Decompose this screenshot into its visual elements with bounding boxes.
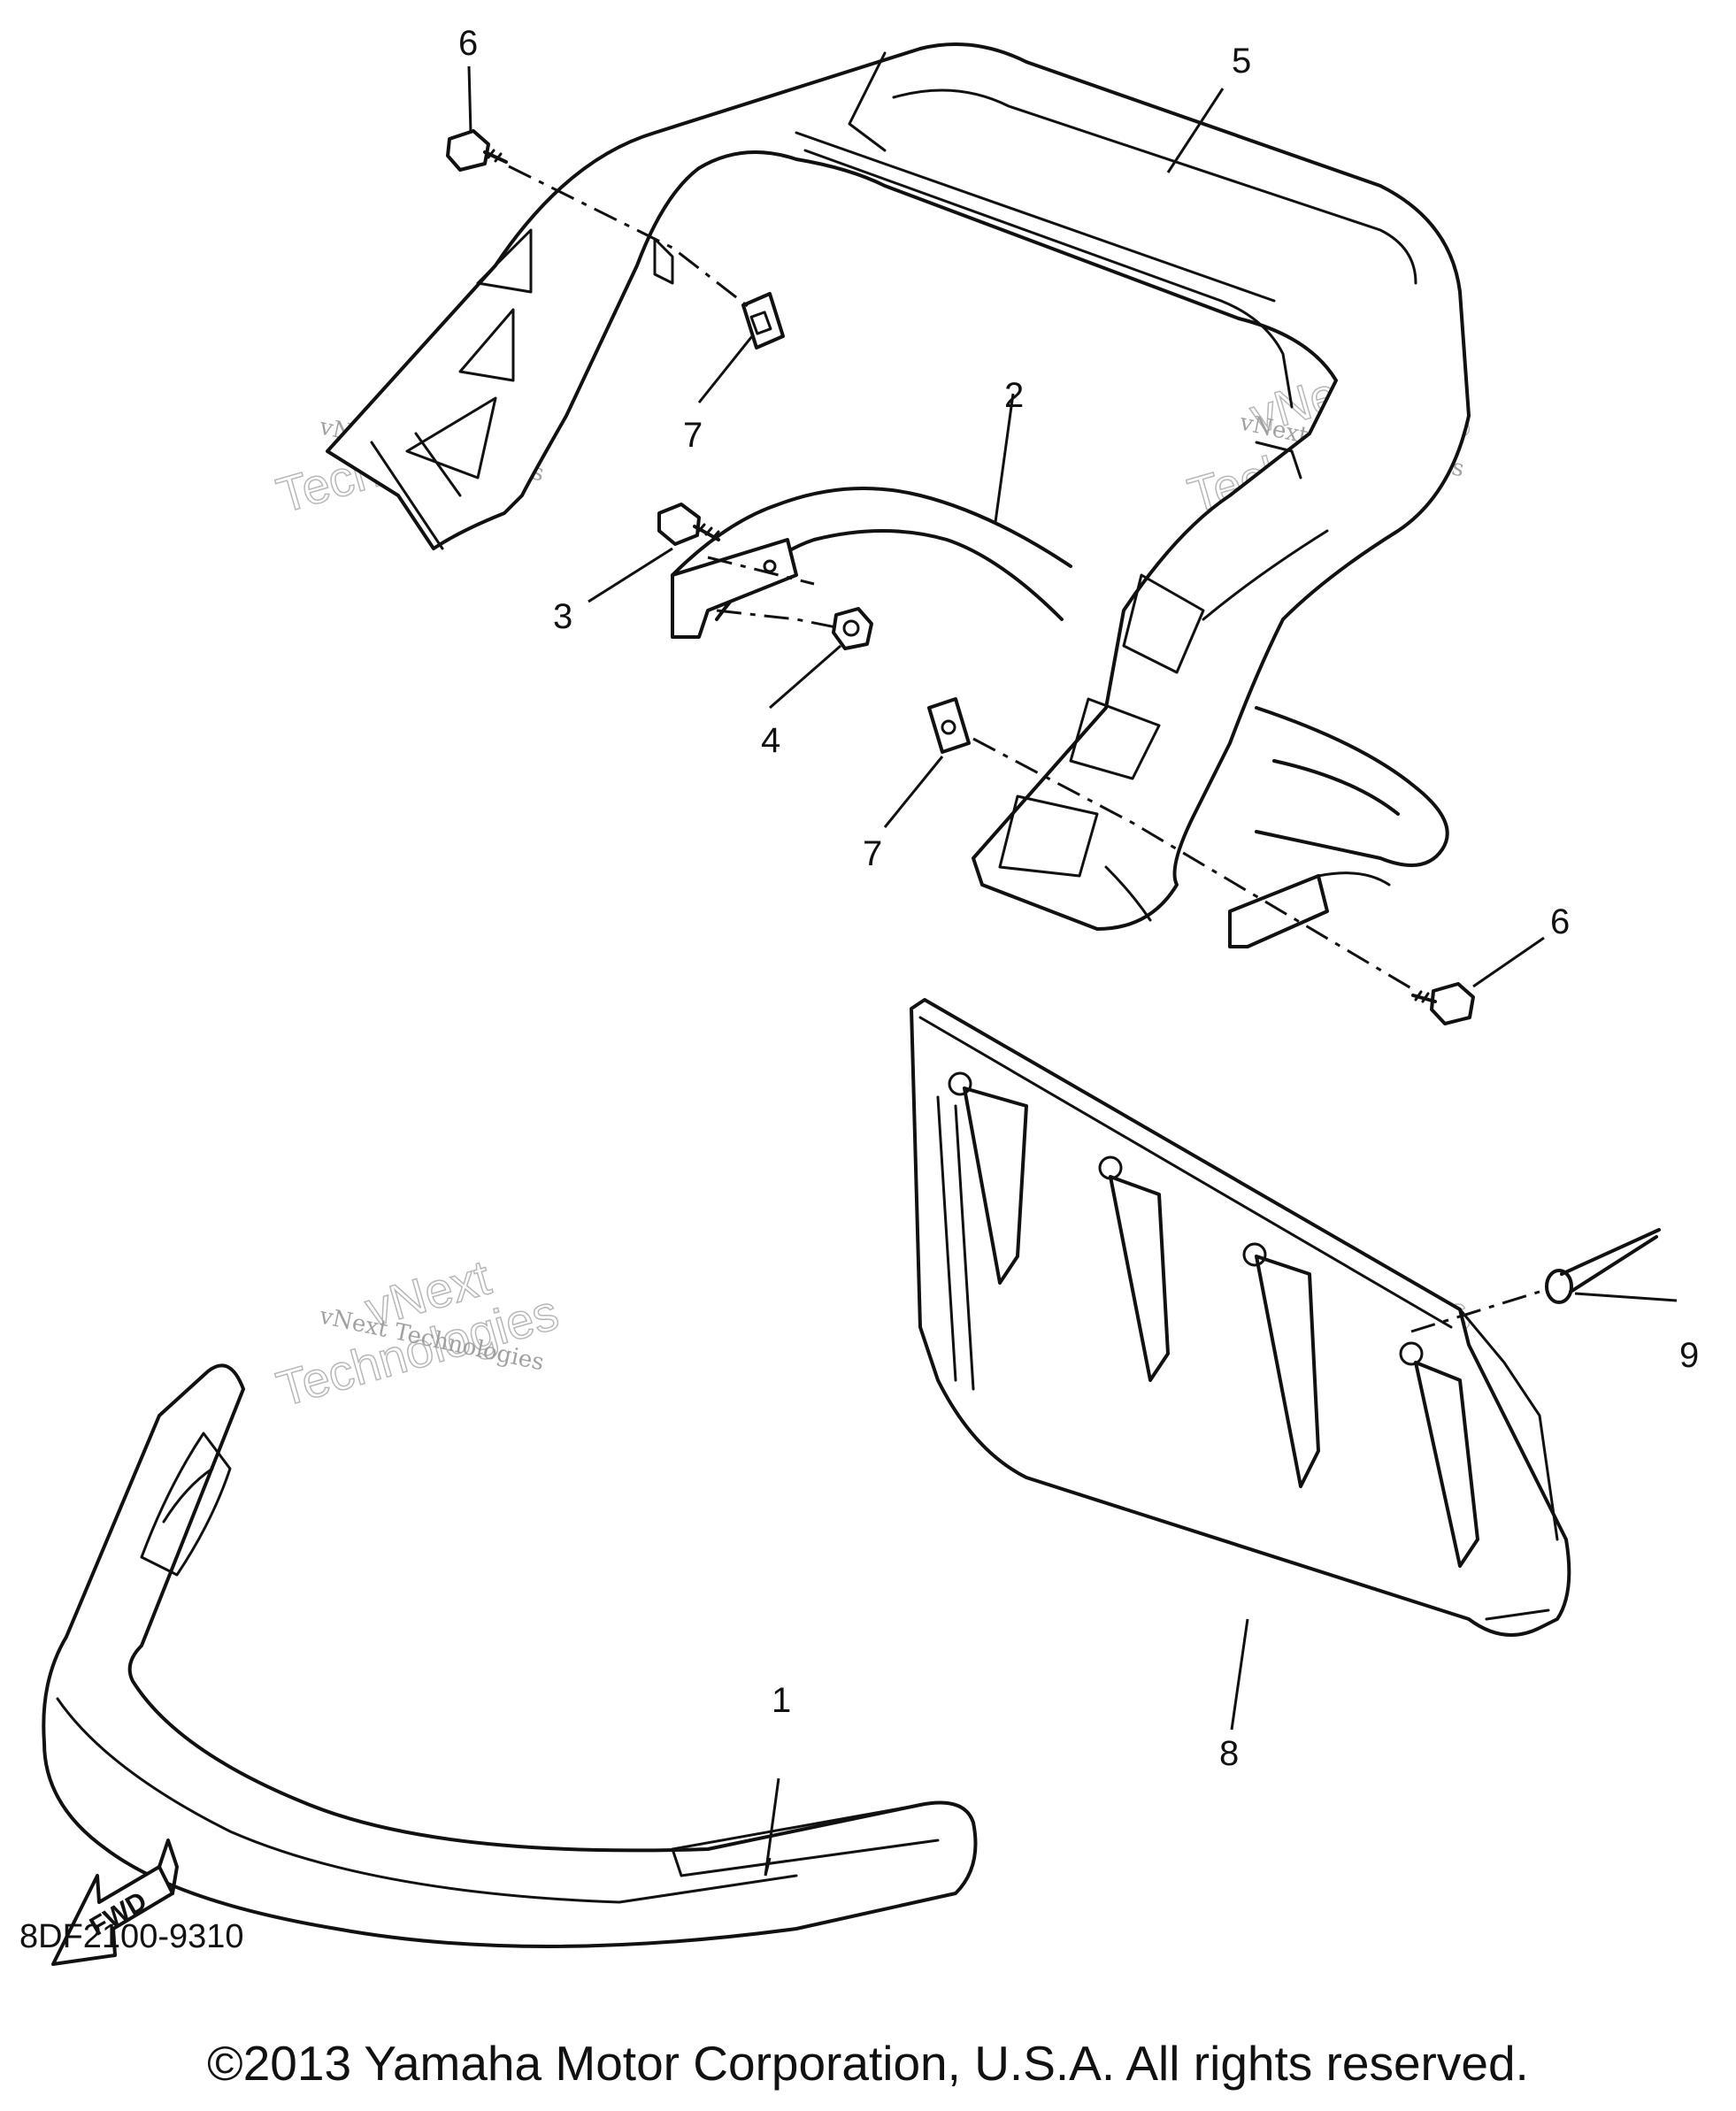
bolt-part-6-lower <box>1411 982 1475 1025</box>
assembly-lines <box>508 165 1540 1333</box>
callout-2: 2 <box>1004 376 1024 415</box>
callout-6-upper: 6 <box>458 24 478 63</box>
mud-flap-part-8 <box>910 998 1571 1637</box>
rivet-part-9 <box>1545 1228 1661 1304</box>
callout-5: 5 <box>1232 42 1251 81</box>
callout-6-lower: 6 <box>1550 902 1570 941</box>
part-number: 8DF2100-9310 <box>19 1918 244 1955</box>
grab-rail-part-2 <box>671 487 1449 948</box>
copyright-notice: ©2013 Yamaha Motor Corporation, U.S.A. A… <box>207 2036 1529 2091</box>
leader-lines <box>467 65 1678 1877</box>
bolt-part-6-upper <box>446 129 508 172</box>
callout-8: 8 <box>1219 1734 1239 1773</box>
callout-7-lower: 7 <box>863 834 882 873</box>
callout-1: 1 <box>772 1681 791 1720</box>
rear-carrier-part-5 <box>326 42 1471 931</box>
callout-7-upper: 7 <box>683 416 703 455</box>
clip-nut-part-7-upper <box>741 292 785 349</box>
callout-9: 9 <box>1679 1336 1699 1375</box>
callouts: 1 2 3 4 5 6 6 7 7 8 9 <box>458 24 1699 1773</box>
callout-4: 4 <box>761 721 780 760</box>
front-bumper-part-1 <box>42 1363 978 1948</box>
callout-3: 3 <box>553 597 572 636</box>
nut-part-4 <box>832 607 873 650</box>
clip-nut-part-7-lower <box>927 697 971 754</box>
bolt-part-3 <box>657 503 720 546</box>
